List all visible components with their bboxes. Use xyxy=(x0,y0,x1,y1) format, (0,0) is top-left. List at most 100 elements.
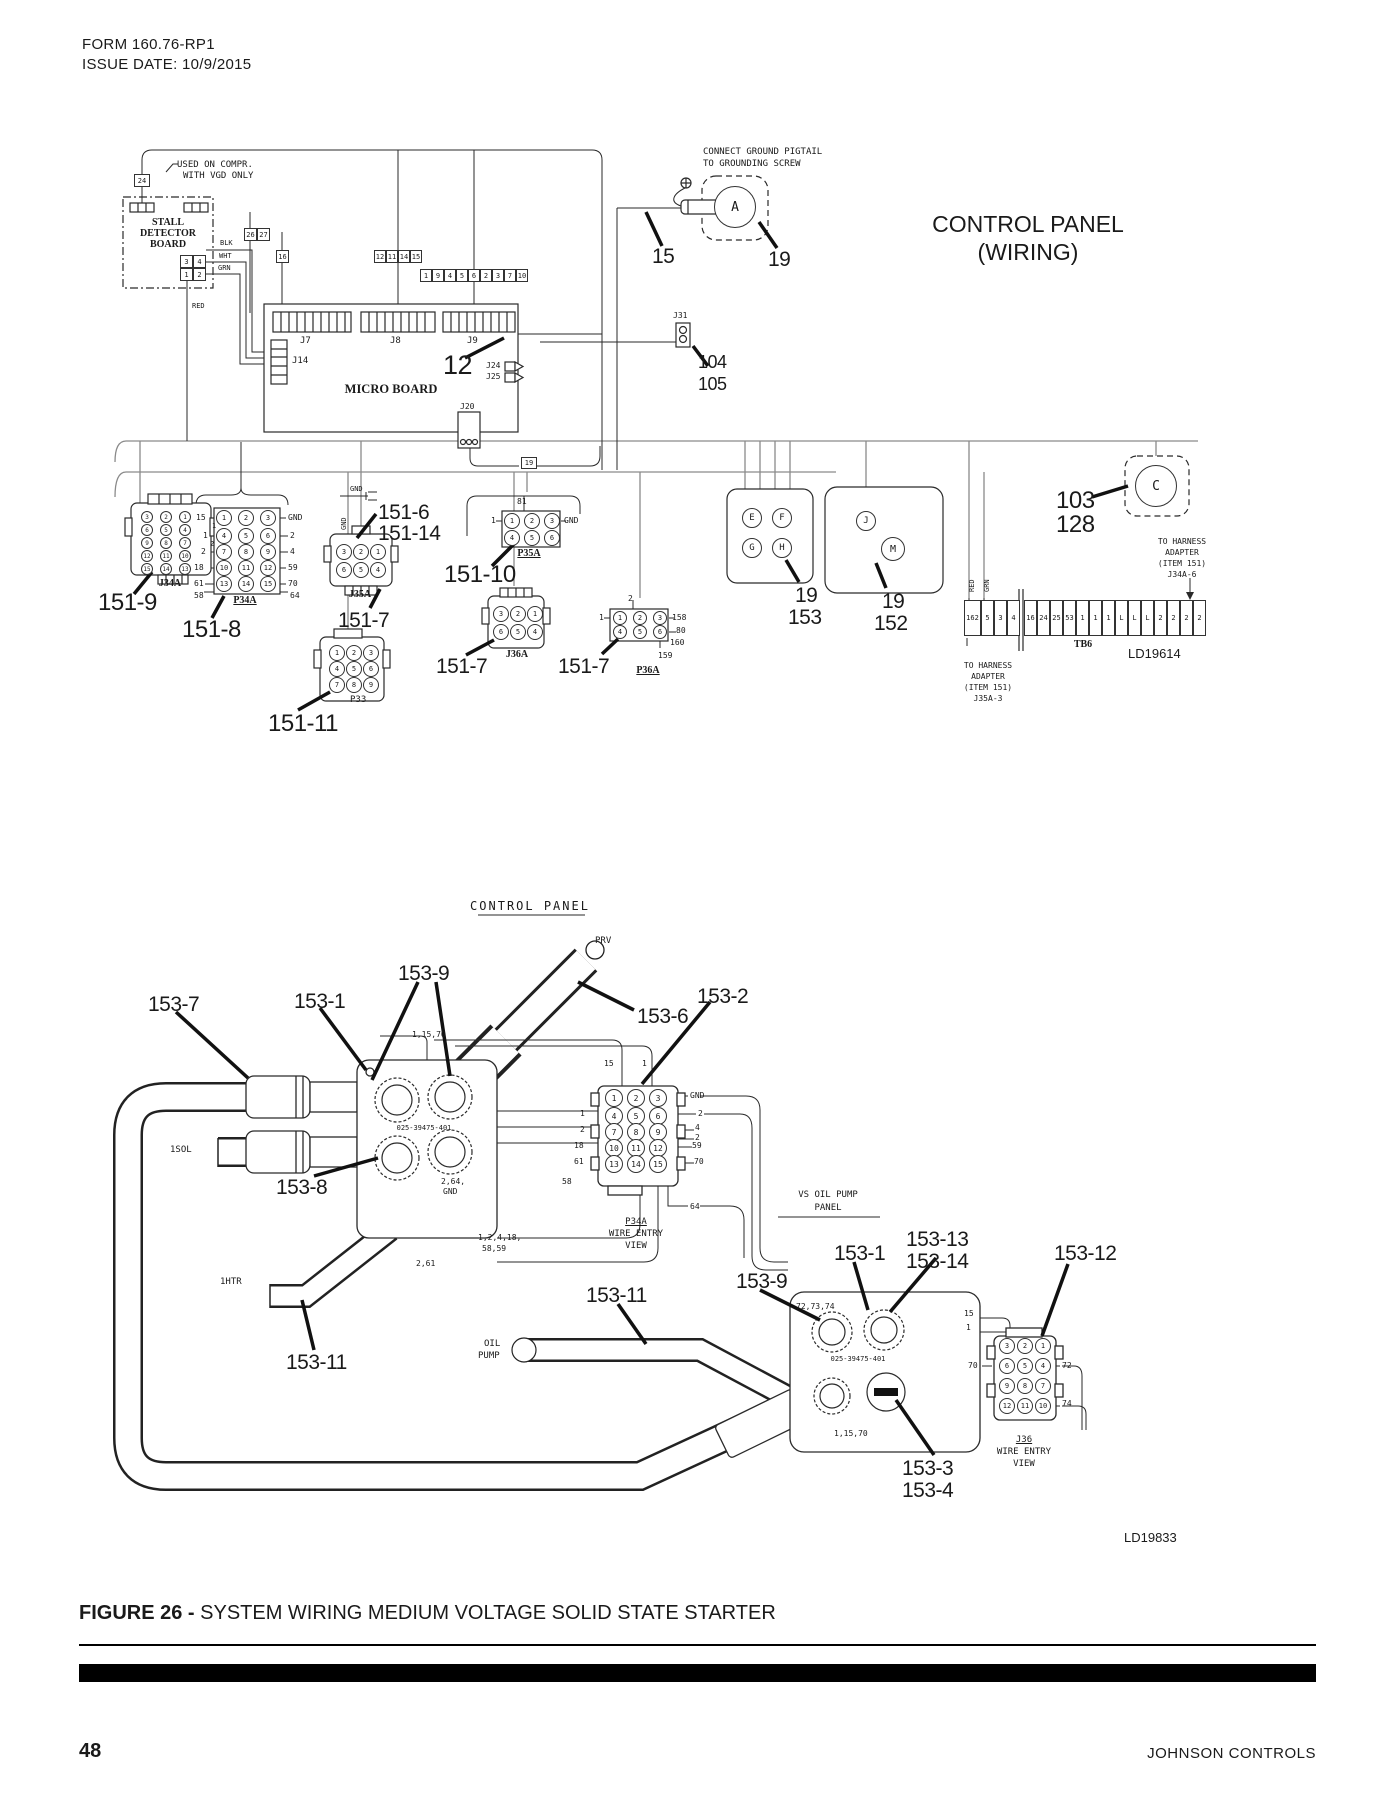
tb6-cell-7: 53 xyxy=(1063,600,1076,636)
p34a-view-pins-3: 3 xyxy=(649,1089,667,1107)
p35a-pins-4: 4 xyxy=(504,530,520,546)
conn-tb6: TB6 xyxy=(1073,639,1093,650)
harness-a-1: TO HARNESS xyxy=(1157,537,1207,546)
vs-panel-1: VS OIL PUMP xyxy=(798,1190,858,1200)
j36-view-pins-1: 1 xyxy=(1035,1338,1051,1354)
tb6-cell-8: 1 xyxy=(1076,600,1089,636)
j34a-pins-8: 8 xyxy=(160,537,172,549)
stall-pin-3: 3 xyxy=(180,255,193,268)
tb6-cell-10: 1 xyxy=(1102,600,1115,636)
j34a-pins-3: 3 xyxy=(141,511,153,523)
label-prv: PRV xyxy=(595,936,612,946)
p33-pins-8: 8 xyxy=(346,677,362,693)
hose-loop xyxy=(113,1082,751,1491)
j34a-pins-15: 15 xyxy=(141,563,153,575)
j36v-name: J36 xyxy=(1015,1435,1033,1445)
wire-wht: WHT xyxy=(219,252,232,260)
harness-b-2: ADAPTER xyxy=(971,672,1005,681)
j34a6-arrowhead xyxy=(1186,592,1194,600)
p34a-pins-7: 7 xyxy=(216,544,232,560)
conn-j7: J7 xyxy=(300,336,311,346)
p34av-r3: 4 xyxy=(695,1123,700,1132)
tb6-cell-4: 16 xyxy=(1024,600,1037,636)
j36-view-pins-9: 9 xyxy=(999,1378,1015,1394)
p34a-l5: 61 xyxy=(194,579,204,588)
tag-9: 9 xyxy=(432,269,444,282)
form-number: FORM 160.76-RP1 xyxy=(82,36,215,53)
hose-1sol-stub xyxy=(217,1137,250,1167)
label-pump: PUMP xyxy=(478,1351,500,1361)
p36a-pins-5: 5 xyxy=(633,625,647,639)
callout-151-6: 151-6 xyxy=(378,501,430,524)
cable-glands xyxy=(374,1074,906,1415)
p34a-r3: 4 xyxy=(290,547,295,556)
ground-point-c: C xyxy=(1135,465,1177,507)
conn-j35a: J35A xyxy=(348,589,372,600)
j36-view-pins-8: 8 xyxy=(1017,1378,1033,1394)
callout-151-7a: 151-7 xyxy=(338,609,390,632)
p34a-s1: 1 xyxy=(212,522,217,530)
tb6-wire-red: RED xyxy=(968,579,976,592)
tb6-cell-12: L xyxy=(1128,600,1141,636)
p34a-r1: GND xyxy=(288,513,303,522)
p34a-pins-11: 11 xyxy=(238,560,254,576)
callout-153-11a: 153-11 xyxy=(286,1351,347,1374)
tb6-cell-0: 162 xyxy=(964,600,981,636)
p36a-pins-3: 3 xyxy=(653,611,667,625)
wire-grn: GRN xyxy=(218,264,231,272)
p34av-r5: 59 xyxy=(692,1141,702,1150)
wirelabel-261: 2,61 xyxy=(416,1259,436,1268)
callout-153-14: 153-14 xyxy=(906,1250,969,1273)
j36v-sub2: VIEW xyxy=(1013,1459,1035,1469)
tag-15: 15 xyxy=(410,250,422,263)
point-e: E xyxy=(742,508,762,528)
note-pigtail-1: CONNECT GROUND PIGTAIL xyxy=(703,147,823,157)
j36a-pins-3: 3 xyxy=(493,606,509,622)
p34a-view-pins-2: 2 xyxy=(627,1089,645,1107)
callout-151-10: 151-10 xyxy=(444,561,516,588)
j34a-pins-9: 9 xyxy=(141,537,153,549)
tag-14: 14 xyxy=(398,250,410,263)
tag-10: 10 xyxy=(516,269,528,282)
point-h: H xyxy=(772,538,792,558)
p34av-l1: 1 xyxy=(580,1109,585,1118)
callout-19c: 19 xyxy=(882,590,905,613)
wirelabel-12418: 1,2,4,18, xyxy=(478,1233,522,1242)
top-diagram-title-line2: (WIRING) xyxy=(977,239,1079,265)
wirelabel-264: 2,64, xyxy=(441,1177,466,1186)
wirelabel-15b: 15 xyxy=(964,1309,974,1318)
callout-153-1b: 153-1 xyxy=(834,1242,886,1265)
j34a-pins-13: 13 xyxy=(179,563,191,575)
conn-p34a: P34A xyxy=(233,595,257,606)
top-bus-wires xyxy=(114,440,1198,629)
stall-board-2: DETECTOR xyxy=(140,228,196,239)
top-leaders xyxy=(132,211,1129,712)
p34a-pins-1: 1 xyxy=(216,510,232,526)
figure-caption-number: FIGURE 26 - xyxy=(79,1602,201,1624)
callout-104: 104 xyxy=(698,352,727,372)
tag-24: 24 xyxy=(134,174,150,187)
conn-p36a: P36A xyxy=(636,665,660,676)
callout-153-13: 153-13 xyxy=(906,1228,969,1251)
callout-153-11b: 153-11 xyxy=(586,1284,647,1307)
panel-partno: 025-39475-401 xyxy=(830,1355,886,1363)
point-g: G xyxy=(742,538,762,558)
wirelabel-5859: 58,59 xyxy=(482,1244,507,1253)
j36-view-pins-6: 6 xyxy=(999,1358,1015,1374)
conn-j31: J31 xyxy=(673,311,688,320)
p36a-r3: 160 xyxy=(670,638,685,647)
p35a-pins-2: 2 xyxy=(524,513,540,529)
harness-a-4: J34A-6 xyxy=(1167,570,1197,579)
company-name: JOHNSON CONTROLS xyxy=(1147,1745,1316,1762)
p34a-r6: 64 xyxy=(290,591,300,600)
wirelabel-15a: 15 xyxy=(604,1059,614,1068)
tb6-wire-grn: GRN xyxy=(983,579,991,592)
p34av-l3: 18 xyxy=(574,1141,584,1150)
callout-151-8: 151-8 xyxy=(182,616,241,643)
j36-view-pins-5: 5 xyxy=(1017,1358,1033,1374)
j36-view-pins-7: 7 xyxy=(1035,1378,1051,1394)
gnd-fork: GND xyxy=(350,485,363,493)
conn-j36a: J36A xyxy=(505,649,529,660)
